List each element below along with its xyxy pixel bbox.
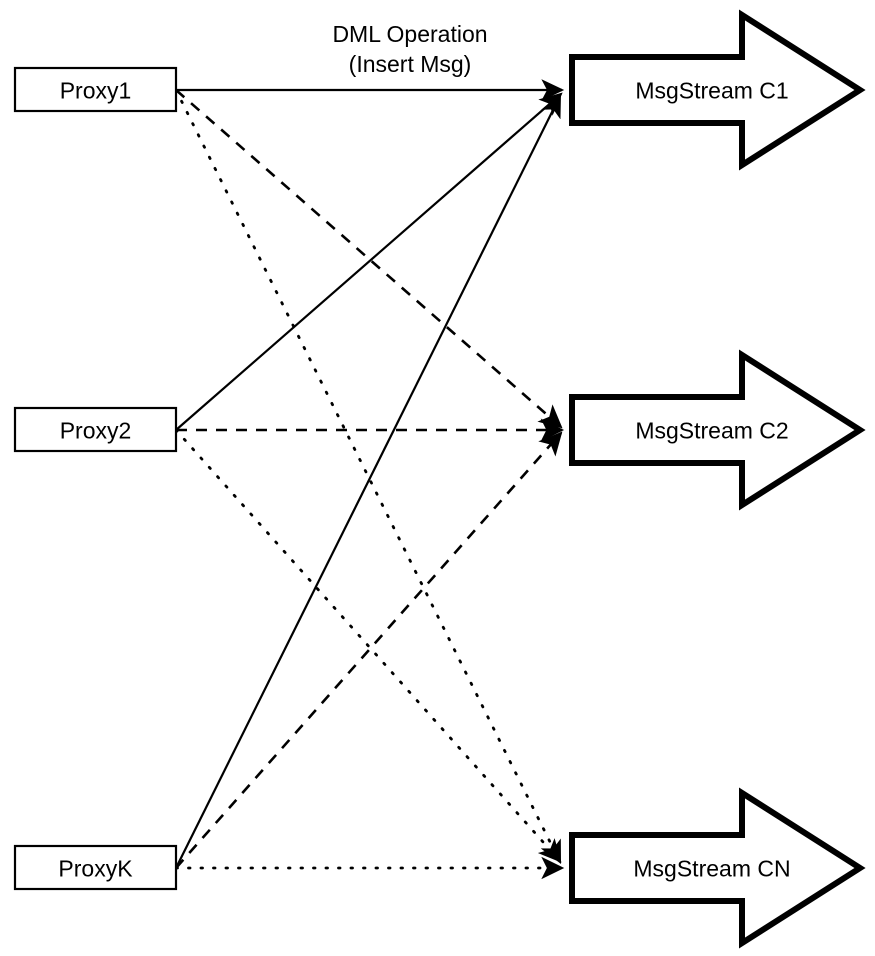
edge-proxyk-to-stream-c1 (175, 94, 561, 869)
node-stream-c1[interactable]: MsgStream C1 (569, 9, 866, 171)
caption-line-1: DML Operation (332, 21, 487, 47)
node-stream-cn[interactable]: MsgStream CN (569, 787, 866, 949)
stream-c2-arrow-shape[interactable] (569, 349, 866, 511)
stream-cn-arrow-shape[interactable] (569, 787, 866, 949)
proxy2-box[interactable] (13, 406, 178, 453)
edges-layer (174, 79, 565, 880)
edge-proxy1-to-stream-c2 (175, 89, 563, 429)
edge-proxyk-to-stream-c2 (175, 431, 563, 869)
edge-caption: DML Operation (Insert Msg) (332, 21, 487, 77)
proxyk-box[interactable] (13, 844, 178, 891)
stream-c2-label: MsgStream C2 (635, 418, 788, 444)
proxy1-box[interactable] (13, 66, 178, 113)
edge-proxy2-to-stream-cn (174, 428, 562, 863)
node-proxy1[interactable]: Proxy1 (13, 66, 178, 113)
proxy-nodes-layer: Proxy1 Proxy2 ProxyK (13, 66, 178, 891)
stream-nodes-layer: MsgStream C1 MsgStream C2 MsgStream CN (569, 9, 866, 949)
proxy1-label: Proxy1 (60, 78, 132, 104)
edge-proxy1-to-stream-cn (174, 88, 562, 865)
node-stream-c2[interactable]: MsgStream C2 (569, 349, 866, 511)
proxyk-label: ProxyK (58, 856, 133, 882)
caption-line-2: (Insert Msg) (349, 51, 472, 77)
stream-c1-arrow-shape[interactable] (569, 9, 866, 171)
node-proxy2[interactable]: Proxy2 (13, 406, 178, 453)
proxy2-label: Proxy2 (60, 418, 132, 444)
edge-proxy2-to-stream-c1 (175, 92, 563, 431)
stream-cn-label: MsgStream CN (633, 856, 790, 882)
node-proxyk[interactable]: ProxyK (13, 844, 178, 891)
stream-c1-label: MsgStream C1 (635, 78, 788, 104)
